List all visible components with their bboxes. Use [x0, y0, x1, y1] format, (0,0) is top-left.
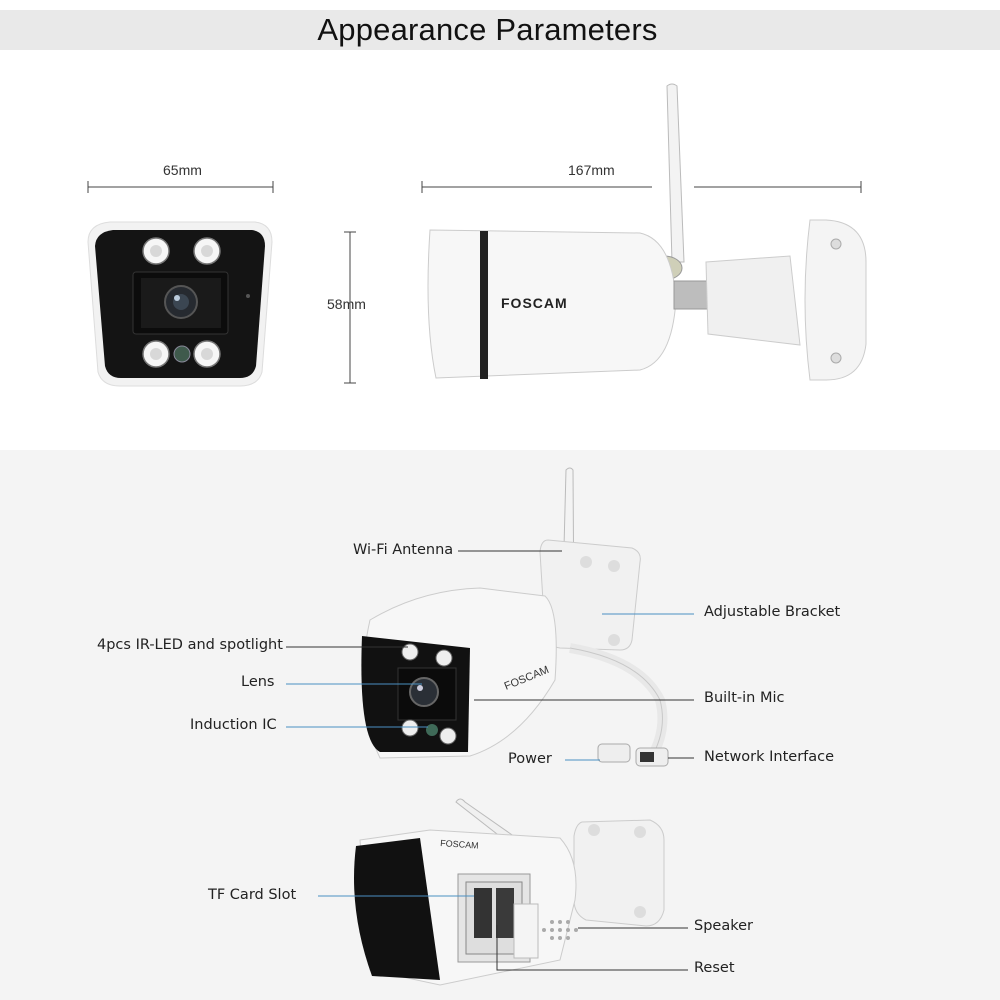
label-reset: Reset	[694, 960, 735, 976]
label-builtin-mic: Built-in Mic	[704, 690, 785, 706]
label-speaker: Speaker	[694, 918, 753, 934]
label-wifi-antenna: Wi-Fi Antenna	[353, 542, 454, 558]
label-power: Power	[508, 751, 552, 767]
page-title: Appearance Parameters	[317, 12, 658, 47]
label-network-interface: Network Interface	[704, 749, 835, 765]
label-adjustable-bracket: Adjustable Bracket	[704, 604, 841, 620]
front-width-label: 65mm	[163, 162, 202, 178]
features-section	[0, 450, 1000, 1000]
height-label: 58mm	[327, 296, 366, 312]
label-ir-led: 4pcs IR-LED and spotlight	[97, 637, 283, 653]
side-length-label: 167mm	[568, 162, 615, 178]
title-bar: Appearance Parameters	[0, 10, 1000, 50]
label-induction-ic: Induction IC	[190, 717, 277, 733]
label-lens: Lens	[241, 674, 275, 690]
dimensions-section	[0, 50, 1000, 450]
label-tf-card-slot: TF Card Slot	[208, 887, 297, 903]
